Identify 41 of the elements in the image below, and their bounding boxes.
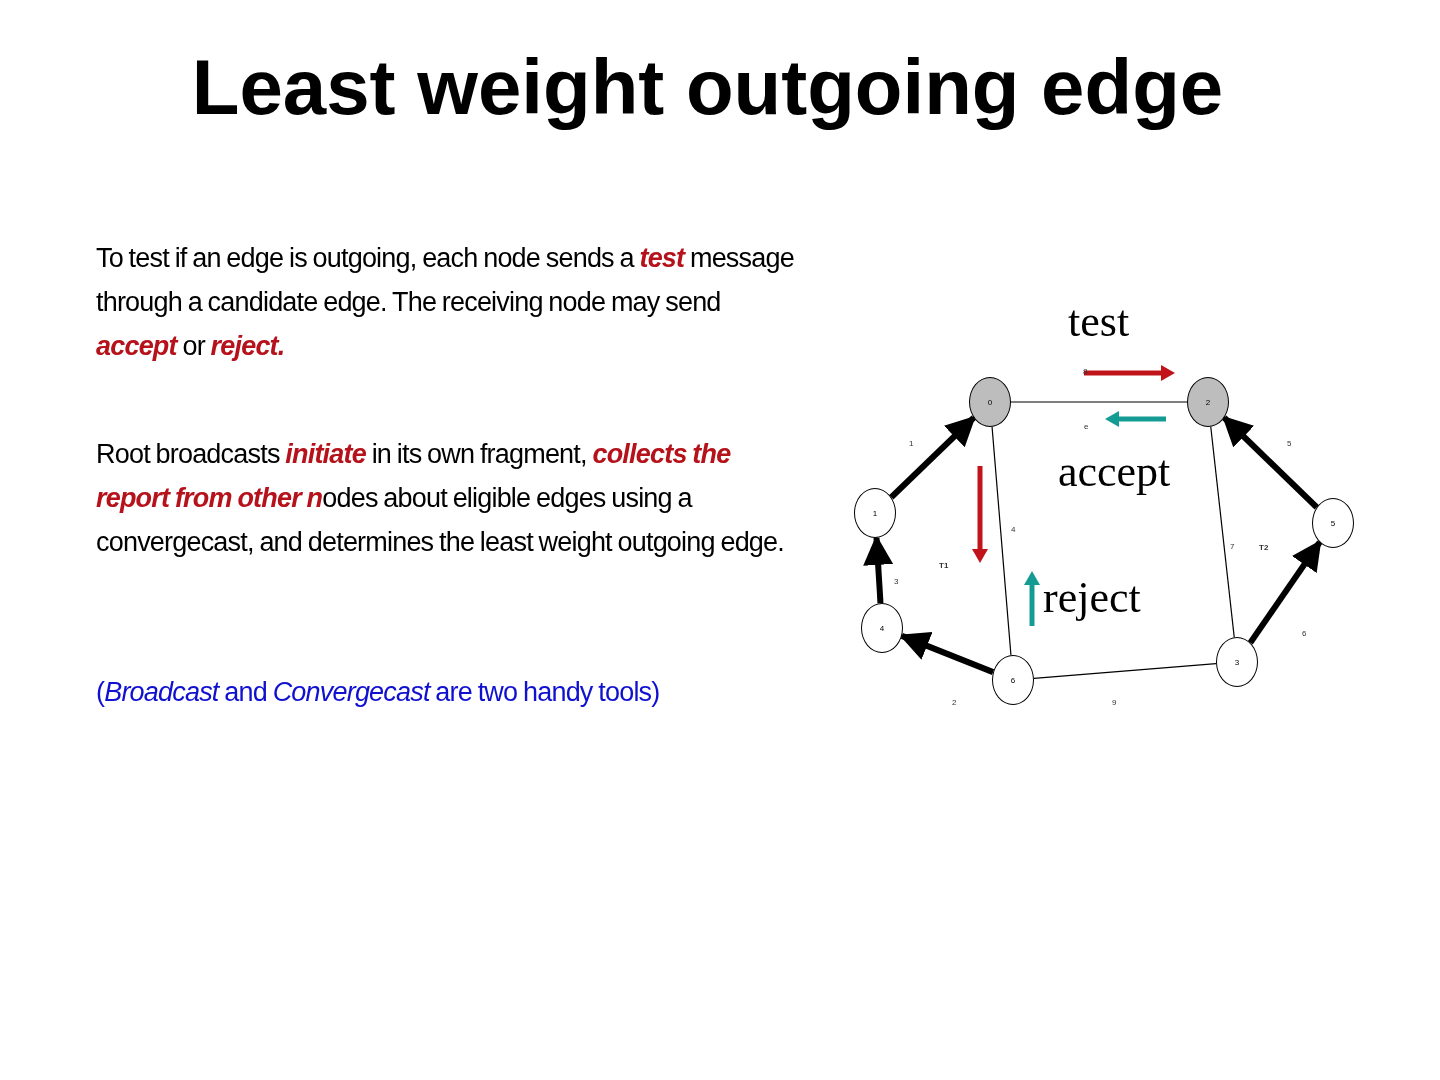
node-label: 5	[1330, 518, 1336, 528]
graph-edge	[1210, 426, 1235, 638]
graph-edge	[1033, 663, 1217, 679]
graph-label: e	[1084, 422, 1089, 431]
node-label: 6	[1010, 675, 1016, 685]
message-label: reject	[1043, 576, 1141, 620]
graph-node-circle	[861, 603, 903, 653]
thick-arrow	[899, 631, 995, 675]
node-label: 4	[879, 623, 885, 633]
edge-label: 1	[909, 439, 914, 448]
graph-edge	[991, 426, 1012, 656]
title: Least weight outgoing edge	[190, 42, 1225, 133]
thick-arrow	[1247, 539, 1323, 645]
graph-node-circle	[992, 655, 1034, 705]
paragraph: (Broadcast and Convergecast are two handy tools)	[96, 676, 661, 709]
thick-arrow	[1222, 415, 1319, 510]
node-label: 3	[1234, 657, 1240, 667]
paragraph: Root broadcasts initiate in its own fragment, collects the report from other nodes about eligible edges using a convergecast, and determines the least weight outgoing edge.	[96, 438, 785, 559]
graph-node-circle	[1216, 637, 1258, 687]
graph-label: T1	[939, 561, 949, 570]
node-label: 2	[1205, 397, 1211, 407]
edge-label: 6	[1302, 629, 1307, 638]
graph-node-circle	[1312, 498, 1354, 548]
edge-label: 3	[894, 577, 899, 586]
edge-label: 2	[952, 698, 957, 707]
edge-label: 7	[1230, 542, 1235, 551]
thick-arrow	[889, 415, 976, 500]
edge-label: 4	[1011, 525, 1016, 534]
graph-label: T2	[1259, 543, 1269, 552]
edge-label: 8	[1083, 367, 1088, 376]
message-label: test	[1068, 300, 1130, 344]
paragraph: To test if an edge is outgoing, each node sends a test message through a candidate edge. The receiving node may send accept or reject.	[96, 242, 795, 363]
graph-node-circle	[854, 488, 896, 538]
node-label: 1	[872, 508, 878, 518]
graph-edge	[1010, 401, 1188, 403]
edge-label: 5	[1287, 439, 1292, 448]
message-label: accept	[1058, 450, 1171, 494]
graph-node-circle	[969, 377, 1011, 427]
edge-label: 9	[1112, 698, 1117, 707]
node-label: 0	[987, 397, 993, 407]
graph-node-circle	[1187, 377, 1229, 427]
